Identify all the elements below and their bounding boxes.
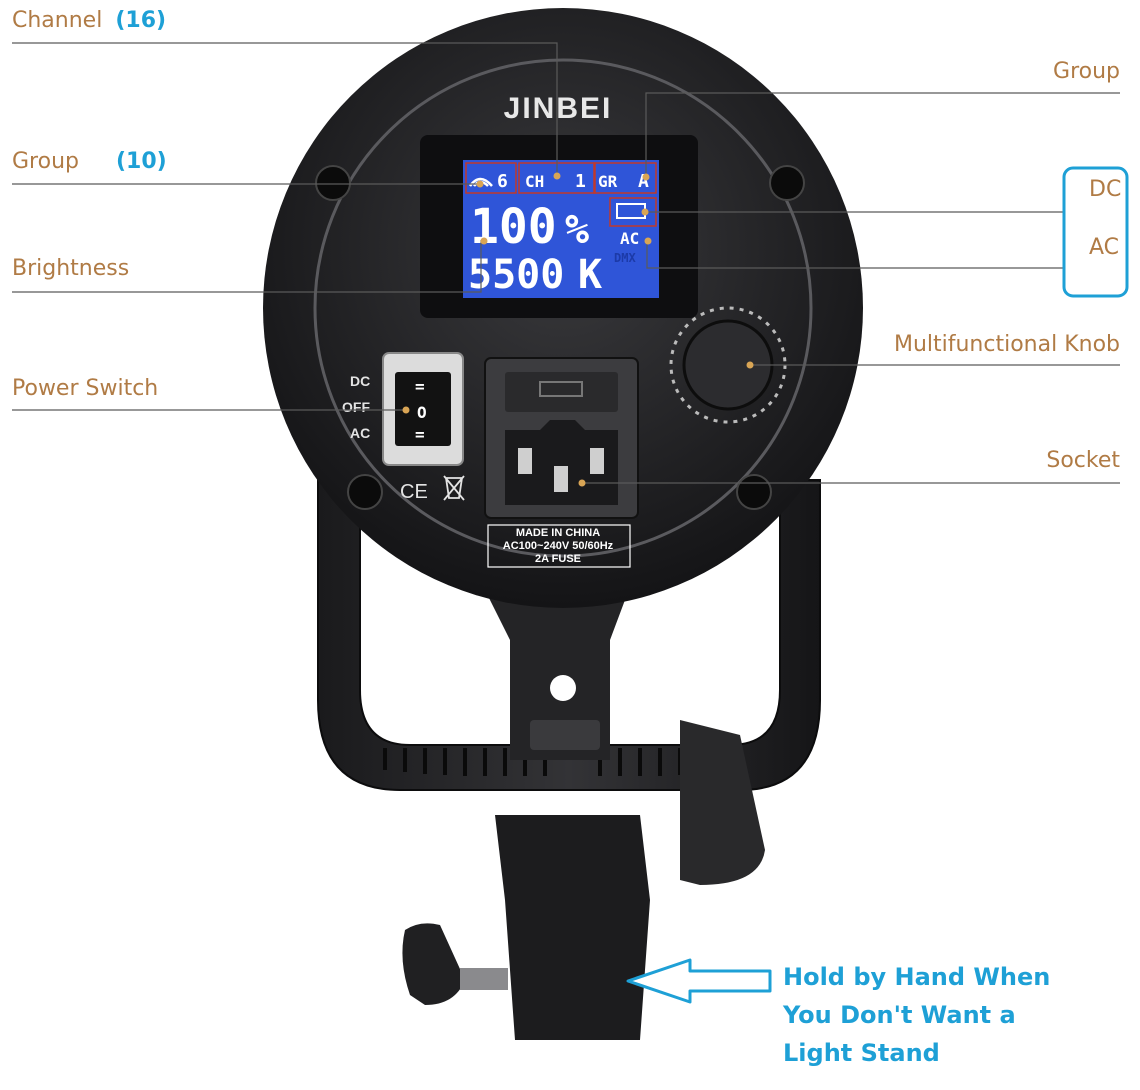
lcd-temperature: 5500 [468, 252, 564, 298]
iec-inlet [505, 420, 618, 505]
socket-pin-right [590, 448, 604, 474]
socket-pin-left [518, 448, 532, 474]
callout-channel-label: Channel [12, 8, 103, 33]
callout-channel-count: (16) [115, 8, 167, 33]
callout-group-right: Group [1053, 59, 1120, 84]
callout-group-left-label: Group [12, 149, 79, 174]
lcd-ac: AC [620, 229, 639, 248]
body-inner-ring [313, 58, 813, 558]
thumb-screw-thread [460, 968, 508, 990]
screw-top-right [769, 165, 805, 201]
switch-symbol-ac: = [415, 425, 425, 444]
switch-label-dc: DC [350, 373, 370, 389]
switch-symbol-off: O [417, 403, 427, 422]
fuse-drawer [505, 372, 618, 412]
lcd-percent: % [565, 207, 589, 253]
lcd-signal-value: 6 [497, 171, 508, 192]
lcd-gr-label: GR [598, 172, 618, 191]
screw-top-left [315, 165, 351, 201]
stem [470, 560, 640, 760]
stem-hole [550, 675, 576, 701]
stand-mount [495, 815, 650, 1040]
ce-mark: CE [400, 481, 428, 503]
note-line-3: Light Stand [783, 1039, 940, 1067]
rating-label-border [487, 524, 631, 568]
power-switch-rocker [395, 372, 451, 446]
callout-channel: Channel (16) [12, 8, 166, 33]
made-in-label: MADE IN CHINA [516, 527, 600, 539]
rating-label: AC100~240V 50/60Hz [503, 540, 614, 552]
lcd-gr-value: A [638, 171, 649, 192]
hand-hold-note: Hold by Hand When You Don't Want a Light… [783, 958, 1050, 1072]
screw-bottom-right [736, 474, 772, 510]
callout-group-count: (10) [115, 149, 167, 174]
lcd-brightness: 100 [470, 199, 557, 255]
screw-bottom-left [347, 474, 383, 510]
dc-ac-bracket [1062, 166, 1129, 298]
mount-plate [530, 720, 600, 750]
switch-symbol-dc: = [415, 377, 425, 396]
callout-dots [402, 172, 754, 487]
yoke-bracket [317, 479, 821, 791]
callout-socket: Socket [1046, 448, 1120, 473]
callout-brightness: Brightness [12, 256, 130, 281]
lcd-ch-label: CH [525, 172, 544, 191]
weee-bin-icon [443, 475, 465, 501]
lcd-screen [463, 160, 659, 298]
switch-label-ac: AC [350, 425, 370, 441]
fuse-label: 2A FUSE [535, 553, 581, 565]
umbrella-lever [680, 720, 765, 885]
thumb-screw-knob [402, 923, 465, 1005]
fuse-symbol [539, 381, 583, 397]
callout-power-switch: Power Switch [12, 376, 159, 401]
callout-group-left: Group (10) [12, 149, 167, 174]
brand-logo: JINBEI [504, 92, 613, 125]
socket-pin-middle [554, 466, 568, 492]
leader-lines [12, 42, 1120, 484]
lcd-ch-value: 1 [575, 171, 586, 192]
lcd-dmx: DMX [614, 251, 636, 265]
lcd-kelvin: K [578, 252, 602, 298]
note-line-1: Hold by Hand When [783, 963, 1051, 991]
note-line-2: You Don't Want a [783, 1001, 1016, 1029]
hand-hold-arrow [626, 958, 772, 1004]
callout-ac: AC [1089, 235, 1120, 260]
callout-dc: DC [1089, 177, 1122, 202]
switch-label-off: OFF [342, 399, 370, 415]
callout-knob: Multifunctional Knob [893, 332, 1120, 357]
